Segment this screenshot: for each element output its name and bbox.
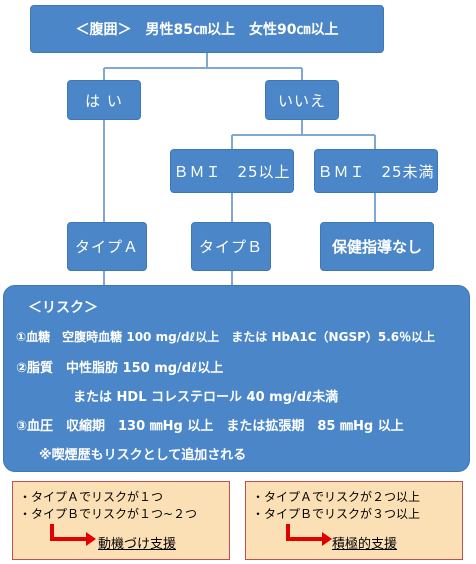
risk-glucose: ①血糖 空腹時血糖 100 mg/dℓ以上 または HbA1C（NGSP）5.6…: [16, 330, 436, 344]
active-support-label: 積極的支援: [332, 537, 398, 552]
type-a-box: タイプＡ: [67, 222, 147, 271]
motivational-support-box: ・タイプＡでリスクが１つ ・タイプＢでリスクが１つ~２つ 動機づけ支援: [12, 481, 230, 560]
answer-no-box: いいえ: [265, 80, 339, 120]
support-left-line1: ・タイプＡでリスクが１つ: [19, 490, 164, 504]
risk-heading: ＜リスク＞: [28, 300, 98, 316]
support-left-line2: ・タイプＢでリスクが１つ~２つ: [19, 507, 198, 521]
red-arrow-icon: [50, 524, 96, 546]
red-arrow-icon: [286, 524, 332, 546]
bmi-under-box: ＢＭＩ 25未満: [314, 149, 438, 193]
waist-criteria-box: ＜腹囲＞ 男性85㎝以上 女性90㎝以上: [30, 5, 384, 53]
bmi-over-box: ＢＭＩ 25以上: [170, 149, 294, 193]
answer-yes-box: は い: [67, 80, 141, 120]
support-right-line1: ・タイプＡでリスクが２つ以上: [252, 490, 421, 504]
active-support-box: ・タイプＡでリスクが２つ以上 ・タイプＢでリスクが３つ以上 積極的支援: [245, 481, 463, 560]
support-right-line2: ・タイプＢでリスクが３つ以上: [252, 507, 421, 521]
risk-smoking-note: ※喫煙歴もリスクとして追加される: [39, 448, 247, 463]
no-guidance-box: 保健指導なし: [320, 222, 434, 271]
motivational-support-label: 動機づけ支援: [98, 537, 177, 552]
type-b-box: タイプＢ: [191, 222, 271, 271]
risk-blood-pressure: ③血圧 収縮期 130 ㎜Hg 以上 または拡張期 85 ㎜Hg 以上: [16, 419, 404, 434]
risk-panel: ＜リスク＞ ①血糖 空腹時血糖 100 mg/dℓ以上 または HbA1C（NG…: [3, 285, 470, 472]
risk-lipid: ②脂質 中性脂肪 150 mg/dℓ以上: [16, 361, 224, 376]
risk-lipid-hdl: または HDL コレステロール 40 mg/dℓ未満: [73, 390, 339, 405]
